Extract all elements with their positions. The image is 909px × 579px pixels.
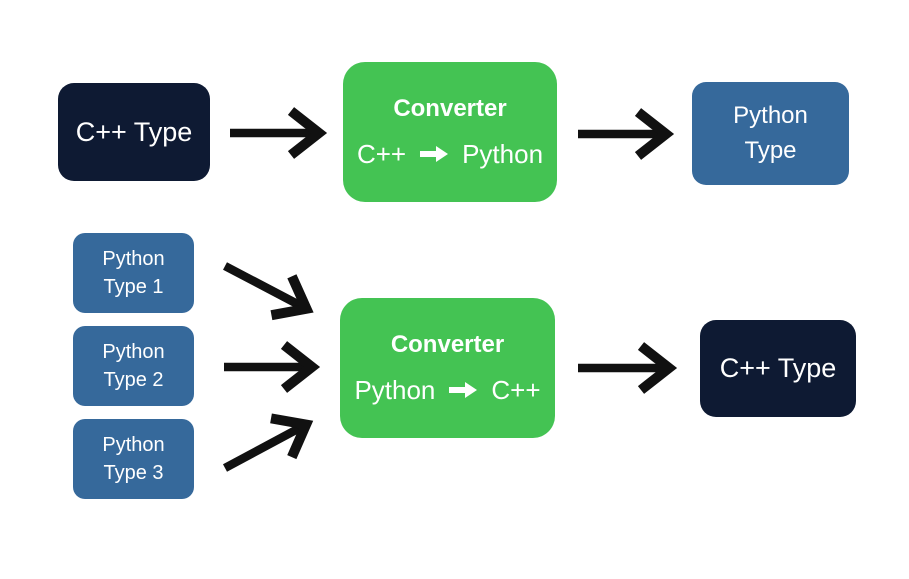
node-label-line2: Type 1 bbox=[103, 276, 164, 298]
converter-from-label: Python bbox=[354, 374, 436, 405]
node-label: C++ Type bbox=[719, 353, 837, 383]
node-python-type-2: Python Type 2 bbox=[73, 326, 194, 406]
arrow-right-icon bbox=[448, 381, 478, 399]
arrow-right-icon bbox=[419, 145, 449, 163]
converter-to-label: C++ bbox=[491, 374, 541, 405]
converter-direction: C++ Python bbox=[357, 139, 543, 170]
node-cpp-type-source: C++ Type bbox=[58, 83, 210, 181]
converter-from-label: C++ bbox=[356, 138, 407, 169]
node-label-line1: Python bbox=[102, 434, 165, 456]
node-python-type-3: Python Type 3 bbox=[73, 419, 194, 499]
node-label-line2: Type 3 bbox=[103, 462, 164, 484]
node-label-line2: Type bbox=[744, 136, 797, 164]
node-label: C++ Type bbox=[75, 116, 193, 147]
node-label-line1: Python bbox=[102, 341, 165, 363]
converter-to-label: Python bbox=[462, 138, 544, 169]
converter-direction: Python C++ bbox=[354, 375, 540, 406]
node-python-type-1: Python Type 1 bbox=[73, 233, 194, 313]
node-python-type-target: Python Type bbox=[692, 82, 849, 185]
flow-arrow-source1-to-converter bbox=[223, 262, 314, 321]
node-converter-cpp-to-python: Converter C++ Python bbox=[343, 62, 557, 202]
converter-title: Converter bbox=[390, 330, 505, 358]
node-cpp-type-target: C++ Type bbox=[700, 320, 856, 417]
node-label-line1: Python bbox=[102, 248, 165, 270]
flow-arrow-top-converter-to-target bbox=[578, 108, 675, 160]
flow-arrow-source2-to-converter bbox=[224, 341, 321, 393]
flow-arrow-top-source-to-converter bbox=[230, 107, 328, 159]
flow-arrow-bottom-converter-to-target bbox=[578, 342, 678, 394]
node-label-line2: Type 2 bbox=[103, 369, 164, 391]
node-label-line1: Python bbox=[733, 101, 808, 129]
converter-title: Converter bbox=[393, 94, 507, 122]
flow-arrow-source3-to-converter bbox=[222, 413, 314, 472]
node-converter-python-to-cpp: Converter Python C++ bbox=[340, 298, 555, 438]
